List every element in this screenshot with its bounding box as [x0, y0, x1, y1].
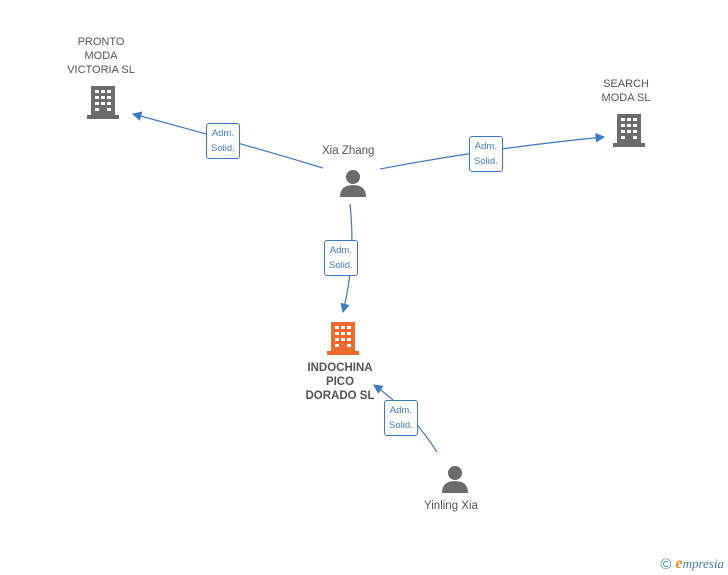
brand-footer: © empresia [660, 555, 724, 573]
person-label-yinling-xia[interactable]: Yinling Xia [424, 500, 478, 512]
brand-initial: e [675, 555, 683, 572]
copyright-icon: © [660, 555, 672, 573]
company-label-pronto[interactable]: PRONTO MODA VICTORIA SL [67, 36, 135, 76]
building-icon[interactable] [327, 320, 359, 356]
building-icon[interactable] [613, 112, 645, 148]
building-icon[interactable] [87, 84, 119, 120]
brand-name: mpresia [682, 556, 724, 571]
brand-logo[interactable]: empresia [675, 555, 724, 573]
person-label-xia-zhang[interactable]: Xia Zhang [322, 145, 375, 157]
person-icon[interactable] [338, 168, 368, 198]
relation-label: Adm. Solid. [384, 400, 418, 436]
relation-label: Adm. Solid. [206, 123, 240, 159]
company-label-search[interactable]: SEARCH MODA SL [601, 78, 651, 104]
relation-label: Adm. Solid. [469, 136, 503, 172]
company-label-indochina[interactable]: INDOCHINA PICO DORADO SL [305, 362, 375, 402]
relation-label: Adm. Solid. [324, 240, 358, 276]
person-icon[interactable] [440, 464, 470, 494]
